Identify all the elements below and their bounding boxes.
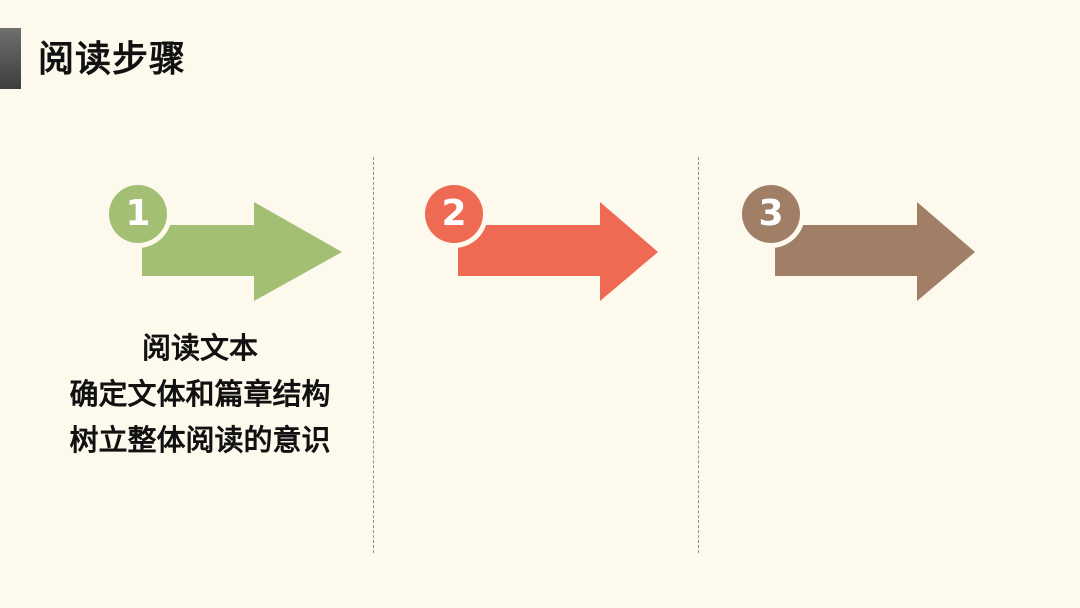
- step-number-2: 2: [441, 193, 467, 234]
- step-1: 1: [104, 180, 346, 305]
- step-2-arrow-graphic: [420, 180, 658, 301]
- badge-circle-2: [425, 185, 483, 243]
- step-1-line-3: 树立整体阅读的意识: [69, 423, 331, 457]
- step-1-line-2: 确定文体和篇章结构: [69, 377, 331, 411]
- step-2: 2: [420, 180, 662, 305]
- arrow-1-icon: [142, 202, 342, 301]
- step-1-arrow-graphic: [104, 180, 342, 301]
- step-3-arrow-graphic: [737, 180, 975, 301]
- arrow-2-icon: [458, 202, 658, 301]
- badge-circle-1: [109, 185, 167, 243]
- title-accent-bar: [0, 28, 21, 89]
- divider-2: [698, 157, 699, 553]
- step-3: 3: [737, 180, 979, 305]
- page-title: 阅读步骤: [38, 39, 187, 80]
- step-1-description: 阅读文本 确定文体和篇章结构 树立整体阅读的意识: [20, 325, 380, 463]
- step-number-1: 1: [125, 193, 151, 234]
- step-1-line-1: 阅读文本: [141, 331, 258, 365]
- arrow-3-icon: [775, 202, 975, 301]
- badge-circle-3: [742, 185, 800, 243]
- step-number-3: 3: [758, 193, 784, 234]
- divider-1: [373, 157, 374, 553]
